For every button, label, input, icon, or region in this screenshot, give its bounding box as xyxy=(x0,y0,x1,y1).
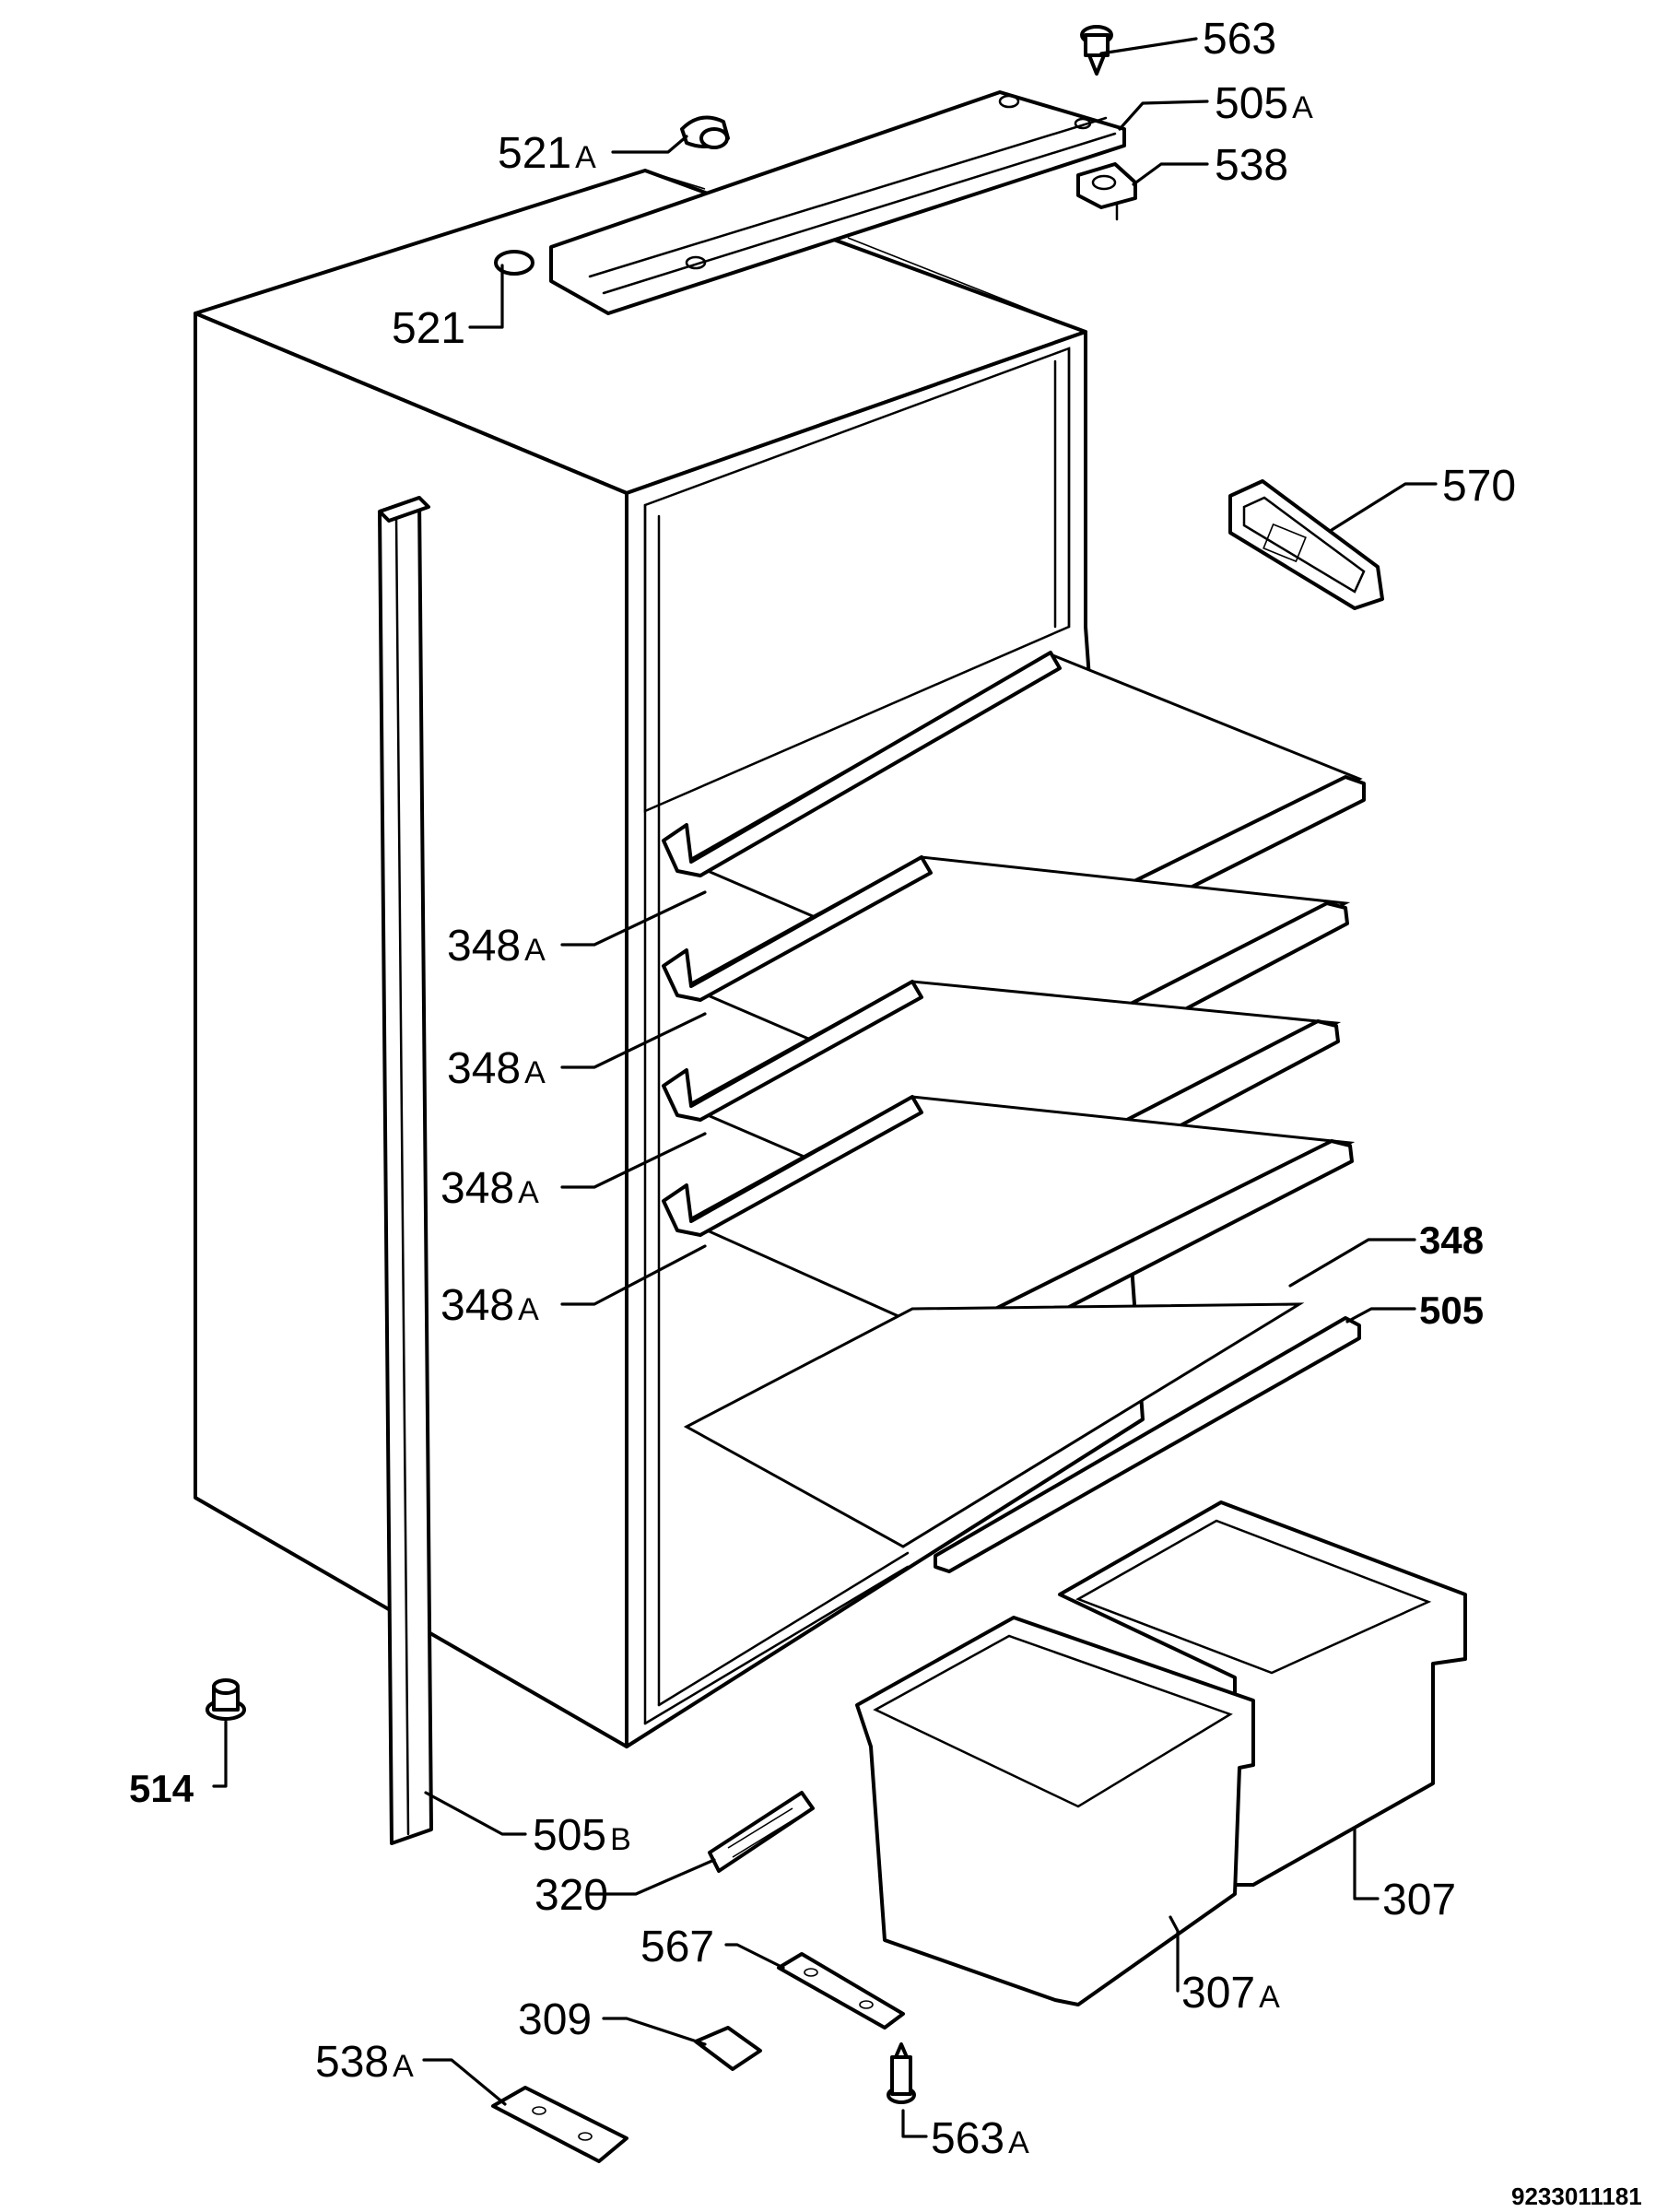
label-505: 505 xyxy=(1419,1288,1484,1332)
label-563: 563 xyxy=(1203,15,1276,64)
label-538: 538 xyxy=(1215,141,1288,190)
cover-309 xyxy=(694,2026,762,2071)
label-521: 521 xyxy=(392,304,465,353)
door-seal-strip xyxy=(378,496,433,1845)
foot-514 xyxy=(206,1678,246,1721)
leader-lines xyxy=(212,37,1438,2138)
label-514: 514 xyxy=(129,1767,194,1810)
clip-521 xyxy=(494,250,534,276)
crisper-glass-cover xyxy=(683,1302,1305,1548)
label-567: 567 xyxy=(640,1923,714,1971)
front-trim-strip xyxy=(934,1316,1361,1573)
thermostat-housing xyxy=(1228,479,1384,610)
hinge-plate-567 xyxy=(777,1952,905,2030)
label-320: 320 xyxy=(534,1871,608,1920)
label-309: 309 xyxy=(518,1995,592,2044)
hinge-pin-538 xyxy=(1076,162,1137,221)
crisper-drawer-front xyxy=(855,1616,1255,2006)
screw-563 xyxy=(1080,25,1113,76)
label-570: 570 xyxy=(1442,462,1516,511)
vent-grille-320 xyxy=(708,1791,815,1873)
top-hinge-bar xyxy=(549,90,1126,315)
cap-521A xyxy=(680,115,730,149)
label-307: 307 xyxy=(1382,1876,1456,1924)
screw-563A xyxy=(887,2042,916,2104)
hinge-plate-538A xyxy=(491,2086,628,2163)
label-348: 348 xyxy=(1419,1218,1484,1262)
drawing-code: 9233011181 xyxy=(1511,2183,1642,2210)
